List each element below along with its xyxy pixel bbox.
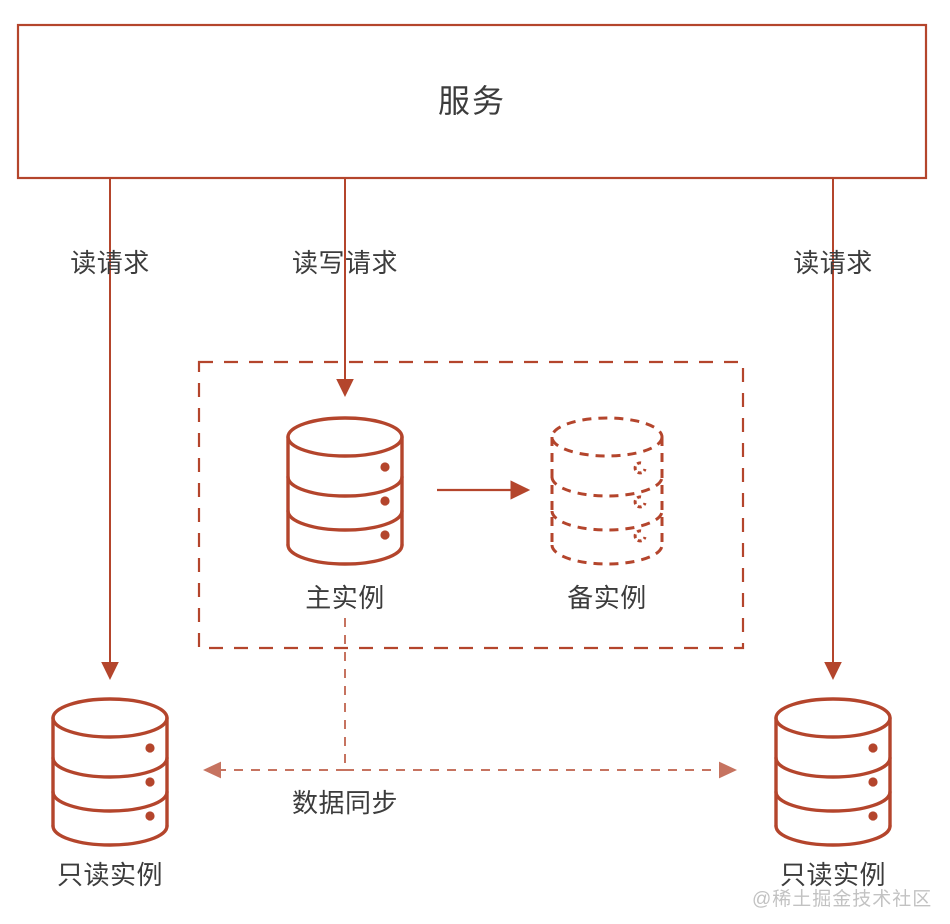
database-cylinder-dashed-icon: [550, 416, 664, 566]
database-cylinder-icon: [286, 416, 404, 566]
label-primary-instance: 主实例: [305, 583, 385, 613]
watermark: @稀土掘金技术社区: [752, 889, 933, 910]
label-standby-instance: 备实例: [567, 583, 647, 613]
database-cylinder-icon: [51, 697, 169, 847]
label-left-readonly-instance: 只读实例: [56, 860, 164, 890]
label-right-read-request: 读请求: [793, 248, 873, 278]
label-right-readonly-instance: 只读实例: [779, 860, 887, 890]
service-box: [16, 23, 928, 180]
label-center-read-write-request: 读写请求: [291, 248, 399, 278]
database-cylinder-icon: [774, 697, 892, 847]
cluster-boundary: [197, 360, 745, 650]
label-left-read-request: 读请求: [70, 248, 150, 278]
label-data-sync: 数据同步: [291, 788, 399, 818]
service-box-title: 服务: [437, 83, 507, 119]
